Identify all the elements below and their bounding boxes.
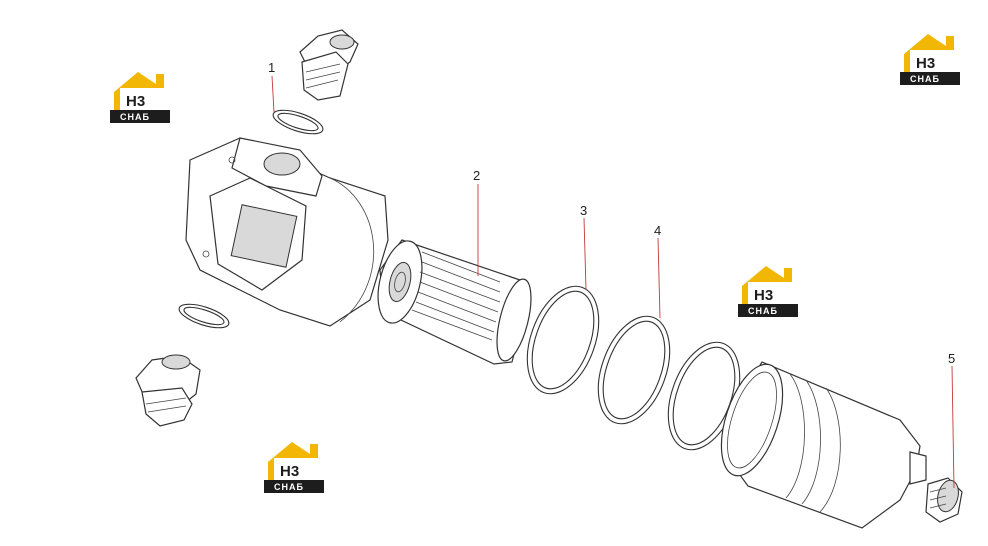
brand-logo-watermark: H3 CHAБ — [736, 260, 800, 318]
filter-element — [377, 239, 532, 365]
leader-line-1 — [271, 75, 275, 113]
logo-sub-text: CHAБ — [748, 306, 778, 316]
logo-main-text: H3 — [754, 287, 773, 304]
logo-main-text: H3 — [916, 55, 935, 72]
filter-bowl — [720, 361, 927, 529]
bottom-o-ring — [178, 303, 230, 329]
callout-1: 1 — [268, 60, 275, 75]
logo-main-text: H3 — [280, 463, 299, 480]
logo-sub-text: CHAБ — [274, 482, 304, 492]
brand-logo-watermark: H3 CHAБ — [262, 436, 326, 494]
top-fitting — [299, 29, 359, 101]
brand-logo-watermark: H3 CHAБ — [108, 66, 172, 124]
drain-plug — [925, 477, 963, 523]
callout-5: 5 — [948, 351, 955, 366]
logo-main-text: H3 — [126, 93, 145, 110]
seal-ring-4 — [597, 315, 671, 425]
callout-2: 2 — [473, 168, 480, 183]
callout-4: 4 — [654, 223, 661, 238]
logo-sub-text: CHAБ — [910, 74, 940, 84]
seal-ring-3 — [526, 285, 600, 395]
leader-line-5 — [951, 365, 955, 489]
top-o-ring — [272, 109, 324, 135]
callout-3: 3 — [580, 203, 587, 218]
leader-line-4 — [657, 237, 661, 319]
leader-line-3 — [583, 217, 587, 291]
filter-head-housing — [185, 137, 389, 327]
brand-logo-watermark: H3 CHAБ — [898, 28, 962, 86]
logo-sub-text: CHAБ — [120, 112, 150, 122]
bottom-fitting — [135, 354, 201, 427]
